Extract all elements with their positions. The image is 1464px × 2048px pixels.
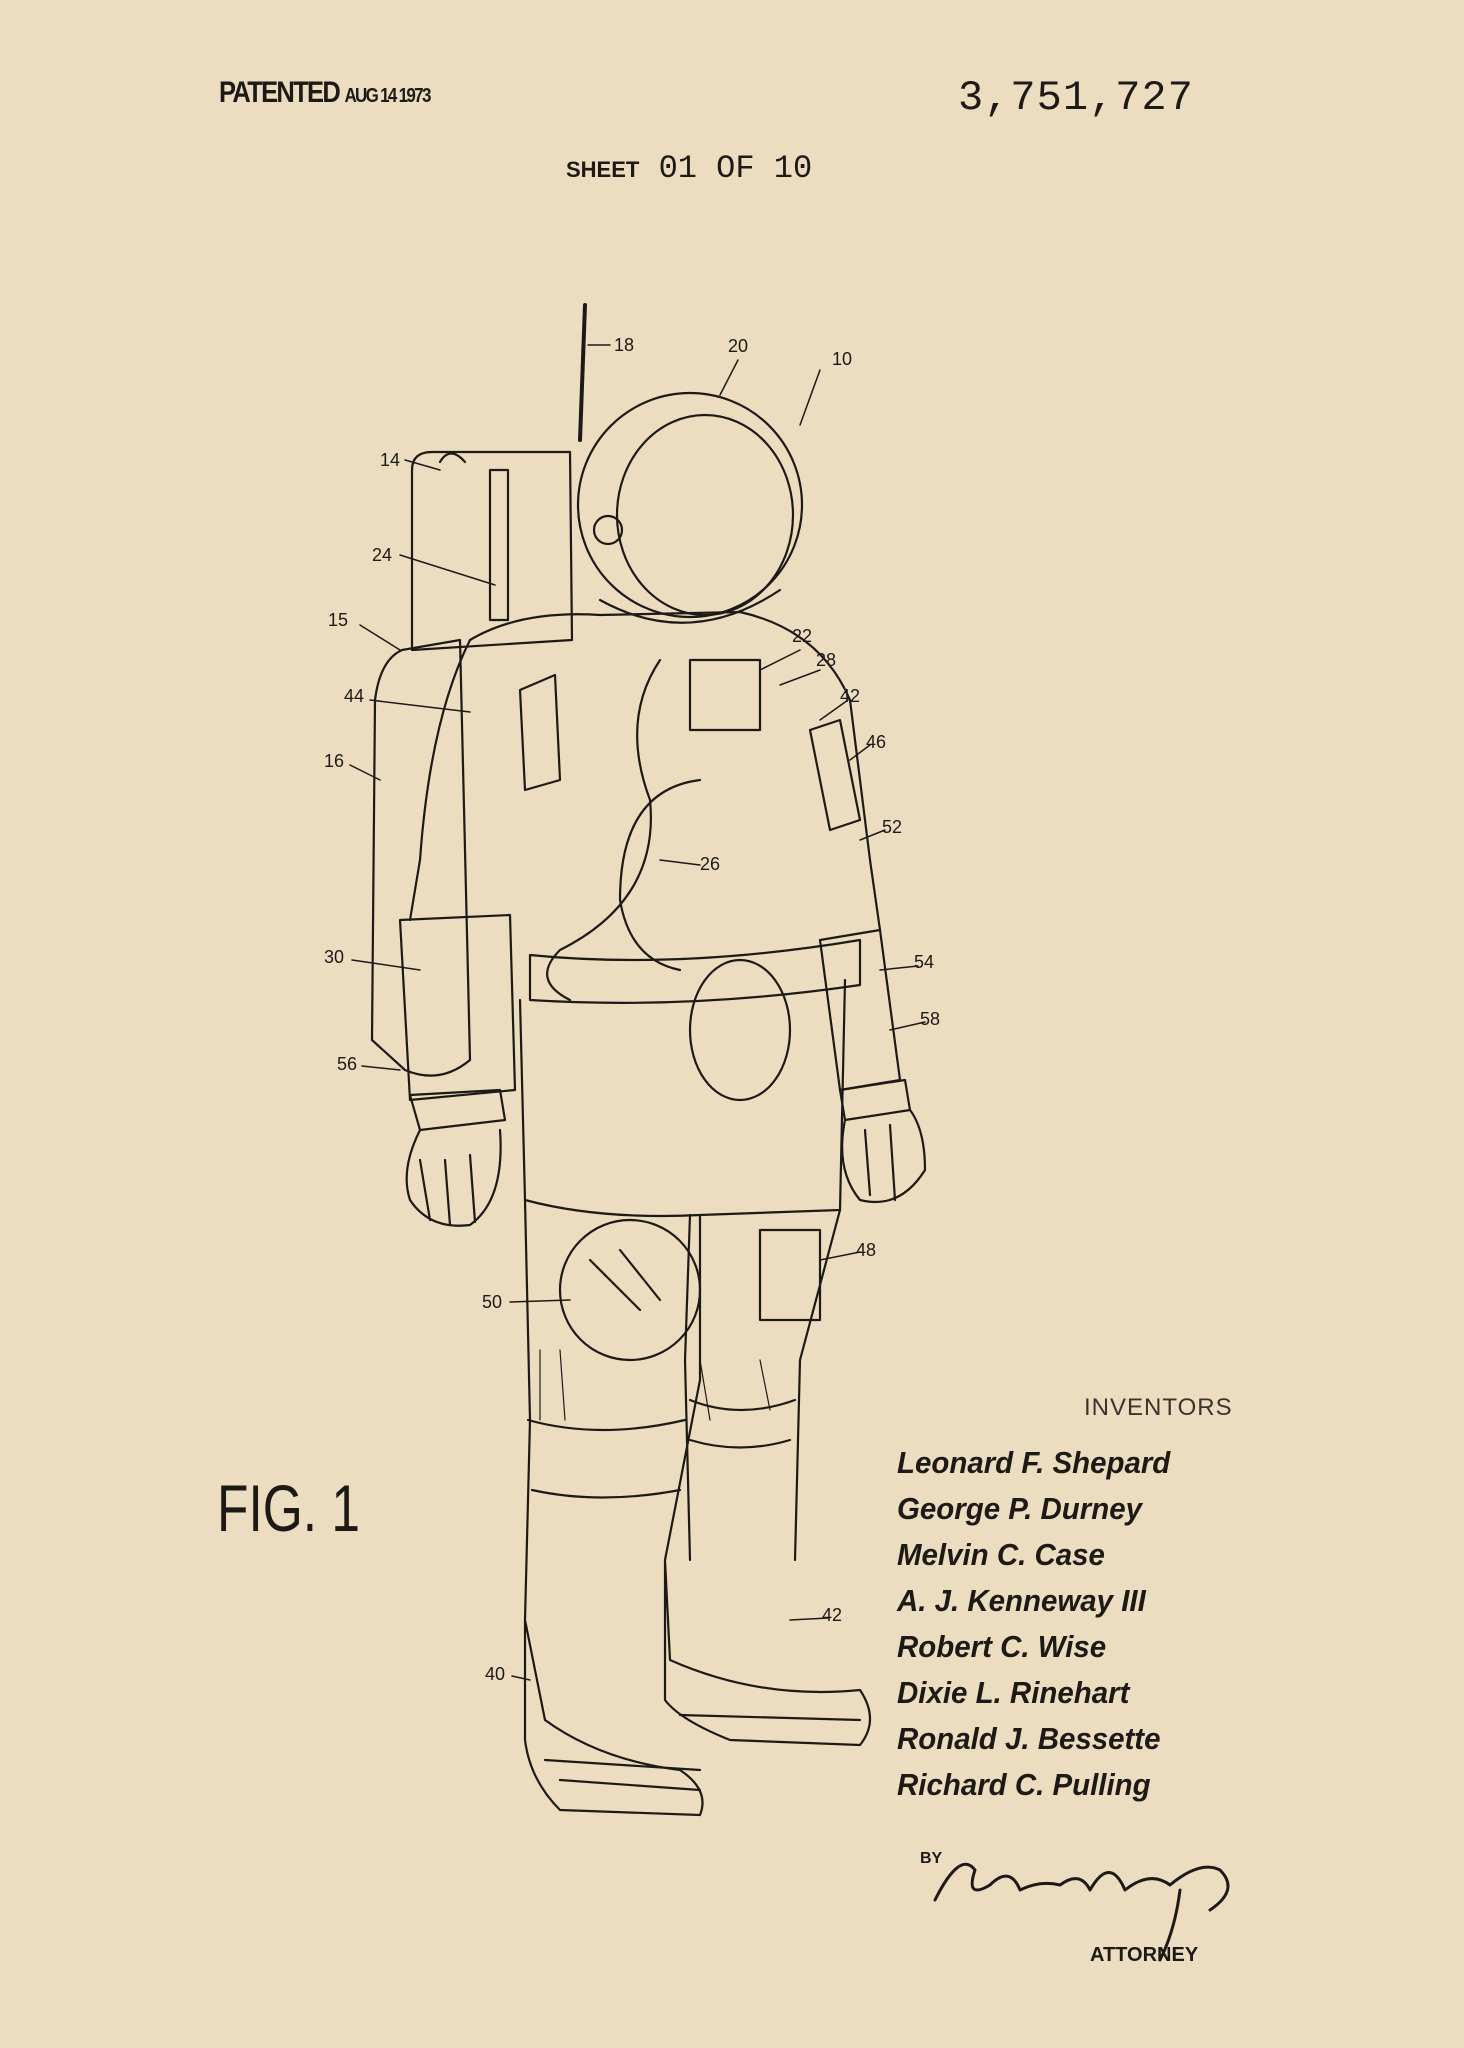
patent-number: 3,751,727 xyxy=(958,74,1194,122)
sheet-number: SHEET 01 OF 10 xyxy=(566,150,812,187)
ref-26: 26 xyxy=(700,854,720,874)
ref-28: 28 xyxy=(816,650,836,670)
ref-54: 54 xyxy=(914,952,934,972)
ref-40: 40 xyxy=(485,1664,505,1684)
ref-46: 46 xyxy=(866,732,886,752)
ref-20: 20 xyxy=(728,336,748,356)
ref-22: 22 xyxy=(792,626,812,646)
inventor-name: Dixie L. Rinehart xyxy=(897,1675,1130,1710)
ref-16: 16 xyxy=(324,751,344,771)
inventor-name: Richard C. Pulling xyxy=(897,1767,1151,1802)
inventor-name: Melvin C. Case xyxy=(897,1537,1105,1572)
ref-44: 44 xyxy=(344,686,364,706)
ref-48: 48 xyxy=(856,1240,876,1260)
sheet-label: SHEET xyxy=(566,157,640,182)
attorney-signature xyxy=(933,1862,1230,1962)
ref-56: 56 xyxy=(337,1054,357,1074)
figure-label: FIG. 1 xyxy=(217,1471,361,1545)
patent-date: AUG 14 1973 xyxy=(344,85,431,107)
inventor-name: Leonard F. Shepard xyxy=(897,1445,1171,1480)
inventors-title: INVENTORS xyxy=(1084,1394,1233,1421)
ref-52: 52 xyxy=(882,817,902,837)
ref-24: 24 xyxy=(372,545,392,565)
inventor-list: Leonard F. Shepard George P. Durney Melv… xyxy=(897,1440,1185,1808)
ref-15: 15 xyxy=(328,610,348,630)
ref-42-boot: 42 xyxy=(822,1605,842,1625)
ref-18: 18 xyxy=(614,335,634,355)
ref-30: 30 xyxy=(324,947,344,967)
patented-date: PATENTED AUG 14 1973 xyxy=(219,76,431,110)
ref-58: 58 xyxy=(920,1009,940,1029)
ref-50: 50 xyxy=(482,1292,502,1312)
ref-14: 14 xyxy=(380,450,400,470)
inventor-name: George P. Durney xyxy=(897,1491,1142,1526)
inventor-name: A. J. Kenneway III xyxy=(897,1583,1146,1618)
ref-42: 42 xyxy=(840,686,860,706)
attorney-label: ATTORNEY xyxy=(1090,1944,1199,1966)
inventor-name: Robert C. Wise xyxy=(897,1629,1107,1664)
inventor-name: Ronald J. Bessette xyxy=(897,1721,1161,1756)
patented-label: PATENTED xyxy=(219,76,341,109)
by-label: BY xyxy=(920,1850,943,1867)
sheet-value: 01 OF 10 xyxy=(658,150,813,187)
ref-10: 10 xyxy=(832,349,852,369)
